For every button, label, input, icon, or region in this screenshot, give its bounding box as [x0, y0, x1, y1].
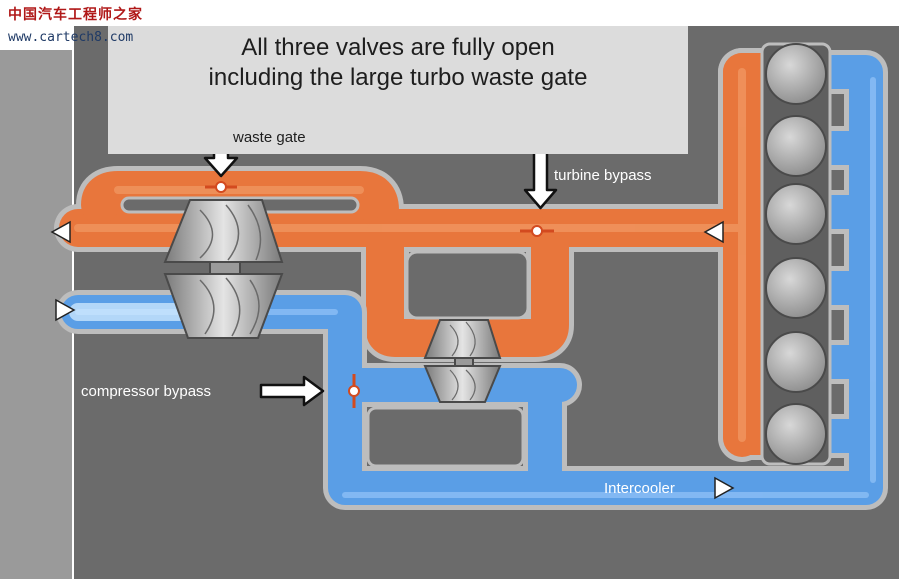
valve-icon	[215, 181, 227, 193]
turbocharger-icon	[163, 199, 284, 339]
engine-cylinder-icon	[765, 115, 827, 177]
title-line-1: All three valves are fully open	[241, 34, 555, 61]
watermark-url: www.cartech8.com	[8, 30, 134, 45]
engine-block	[760, 42, 832, 466]
turbocharger-icon	[423, 319, 502, 403]
valve-icon	[531, 225, 543, 237]
valve-icon	[348, 385, 360, 397]
engine-cylinder-icon	[765, 183, 827, 245]
engine-cylinder-icon	[765, 403, 827, 465]
title-box	[108, 26, 688, 154]
waste-gate-label: waste gate	[233, 129, 306, 146]
title-line-2: including the large turbo waste gate	[208, 64, 588, 91]
engine-cylinder-icon	[765, 257, 827, 319]
intake-loop-island	[366, 406, 525, 468]
compressor-bypass-label: compressor bypass	[81, 383, 212, 400]
waste-gate-valve	[205, 181, 237, 193]
compressor-bypass-valve	[348, 374, 360, 408]
intercooler-label: Intercooler	[604, 480, 675, 497]
flow-direction-arrow-icon	[703, 220, 724, 244]
watermark-site-name: 中国汽车工程师之家	[8, 7, 143, 23]
engine-cylinder-icon	[765, 43, 827, 105]
flow-direction-arrow-icon	[55, 298, 76, 322]
flow-direction-arrow-icon	[50, 220, 71, 244]
turbine-bypass-label: turbine bypass	[554, 167, 652, 184]
arrow-right-icon	[259, 375, 325, 407]
turbine-bypass-valve	[520, 225, 554, 237]
flow-direction-arrow-icon	[714, 476, 735, 500]
engine-cylinder-icon	[765, 331, 827, 393]
turbine-bypass-loop-island	[405, 250, 530, 320]
